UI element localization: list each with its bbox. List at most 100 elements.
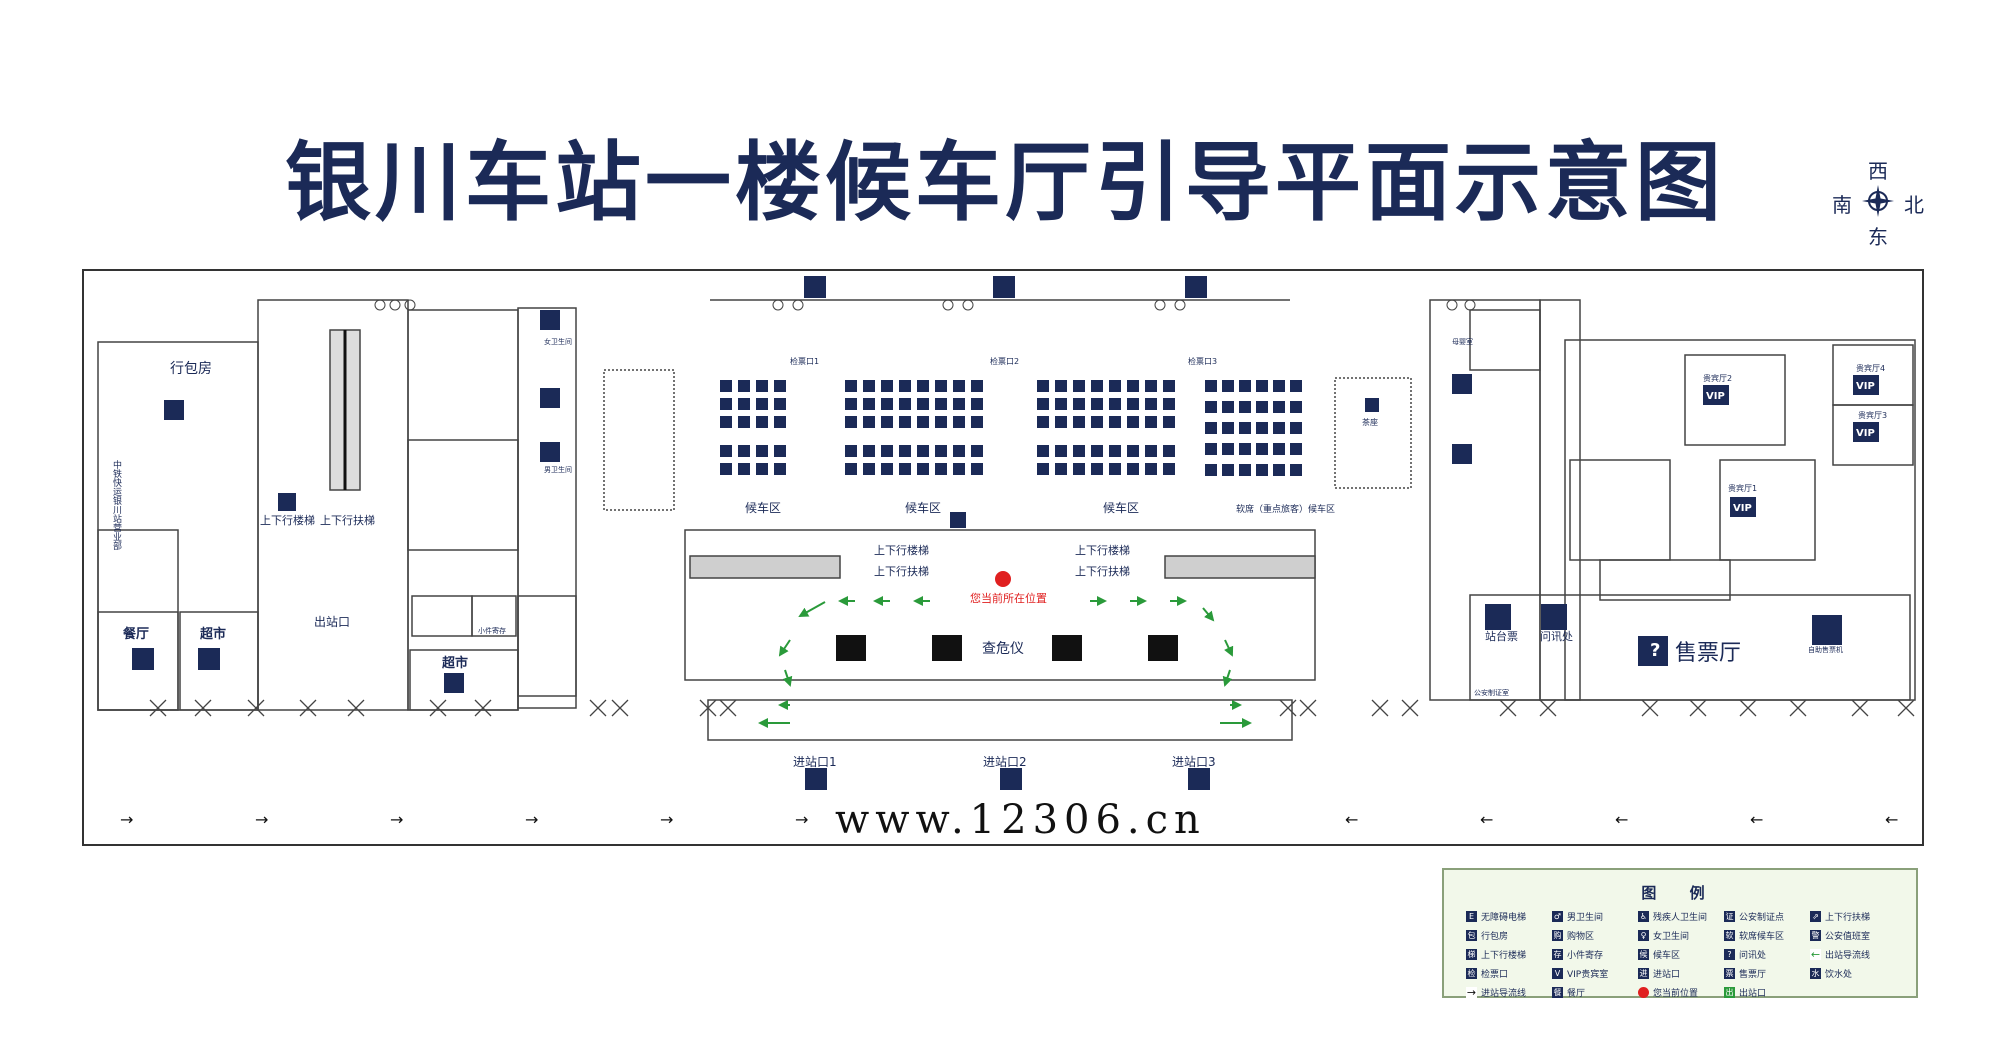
legend-item-label: 残疾人卫生间: [1653, 913, 1708, 923]
seat: [1145, 463, 1157, 475]
seat: [1205, 380, 1217, 392]
seat: [953, 416, 965, 428]
door-icon: [1851, 699, 1869, 717]
seat: [1239, 380, 1251, 392]
seat: [935, 416, 947, 428]
female-toilet-icon: ♀: [1638, 930, 1649, 941]
seat: [738, 380, 750, 392]
door-icon: [1739, 699, 1757, 717]
compass-east: 东: [1868, 225, 1888, 249]
water-icon: 水: [1810, 968, 1821, 979]
soft-seat-label: 软席（重点旅客）候车区: [1236, 503, 1335, 515]
seat: [756, 416, 768, 428]
seat: [881, 463, 893, 475]
legend-item-label: 男卫生间: [1567, 913, 1604, 923]
nursing-label: 母婴室: [1452, 337, 1473, 346]
door-icon: [1789, 699, 1807, 717]
left-wing: [97, 299, 577, 711]
legend-item-label: 餐厅: [1567, 989, 1586, 999]
legend-item: 水饮水处: [1810, 967, 1896, 980]
seat: [845, 416, 857, 428]
seat: [1091, 380, 1103, 392]
legend-item-label: 无障碍电梯: [1481, 913, 1527, 923]
you-are-here-icon: [1638, 987, 1649, 998]
entry-flow-icon: →: [1466, 986, 1477, 999]
legend-item-label: 检票口: [1481, 970, 1509, 980]
seat: [774, 463, 786, 475]
door-icon: [589, 699, 607, 717]
legend-item-label: 出站口: [1739, 989, 1767, 999]
entry-arrow-left: ←: [1480, 810, 1493, 829]
door-icon: [1641, 699, 1659, 717]
seat: [845, 463, 857, 475]
seat: [1109, 398, 1121, 410]
seat: [1273, 380, 1285, 392]
seat: [899, 398, 911, 410]
soft-seat-block: [1205, 380, 1302, 476]
seat: [917, 445, 929, 457]
door-icon: [1499, 699, 1517, 717]
seat: [1145, 398, 1157, 410]
seat: [953, 380, 965, 392]
door-icon: [247, 699, 265, 717]
door-icon: [1371, 699, 1389, 717]
seat: [756, 398, 768, 410]
seat: [1163, 445, 1175, 457]
seat: [1055, 463, 1067, 475]
map-frame: [82, 269, 1924, 846]
seat: [1290, 443, 1302, 455]
legend-item-label: 公安制证点: [1739, 913, 1785, 923]
seat: [1091, 398, 1103, 410]
legend-item: 证公安制证点: [1724, 910, 1810, 923]
stairs-center-right-label: 上下行楼梯: [1075, 543, 1130, 557]
legend-item: →进站导流线: [1466, 986, 1552, 999]
door-icon: [1401, 699, 1419, 717]
seat: [1205, 464, 1217, 476]
restaurant-icon: 餐: [1552, 987, 1563, 998]
vip-3-label: 贵宾厅3: [1858, 410, 1887, 420]
seat: [1273, 422, 1285, 434]
seat: [863, 398, 875, 410]
ticket-icon: 票: [1724, 968, 1735, 979]
luggage-label: 行包房: [170, 361, 212, 377]
disabled-toilet-icon: ♿: [1638, 911, 1649, 922]
seat: [1205, 443, 1217, 455]
seat: [1055, 416, 1067, 428]
door-icon: [1689, 699, 1707, 717]
legend-item: 候候车区: [1638, 948, 1724, 961]
male-toilet-icon: ♂: [1552, 911, 1563, 922]
entrance-icon: 进: [1638, 968, 1649, 979]
door-icon: [1539, 699, 1557, 717]
door-icon: [1279, 699, 1297, 717]
legend-item: ♂ 男卫生间: [1552, 910, 1638, 923]
legend-item-label: 进站口: [1653, 970, 1681, 980]
entry-arrow-right: →: [795, 810, 808, 829]
tea-label: 茶座: [1362, 417, 1378, 427]
seat-block-1a: [720, 380, 786, 428]
legend-title: 图 例: [1641, 884, 1719, 902]
you-are-here-marker: [995, 571, 1011, 587]
legend-item-label: 饮水处: [1825, 970, 1853, 980]
exit-icon: 出: [1724, 987, 1735, 998]
inquiry-icon: ?: [1724, 949, 1735, 960]
gate-1-label: 检票口1: [790, 356, 819, 366]
seat: [971, 416, 983, 428]
waiting-area-1-label: 候车区: [745, 500, 781, 515]
door-icon: [149, 699, 167, 717]
seat: [1205, 401, 1217, 413]
legend-item-label: 女卫生间: [1653, 932, 1690, 942]
seat: [1205, 422, 1217, 434]
legend-item-label: 售票厅: [1739, 970, 1767, 980]
shopping-icon: 购: [1552, 930, 1563, 941]
male-toilet-label: 男卫生间: [544, 465, 572, 474]
compass-rose-icon: [1862, 185, 1894, 217]
waiting-area-3-label: 候车区: [1103, 500, 1139, 515]
seat: [917, 398, 929, 410]
seat: [935, 463, 947, 475]
legend-item: 检检票口: [1466, 967, 1552, 980]
seat: [720, 416, 732, 428]
seat: [845, 380, 857, 392]
seat: [863, 416, 875, 428]
escalator-icon: ⇗: [1810, 911, 1821, 922]
